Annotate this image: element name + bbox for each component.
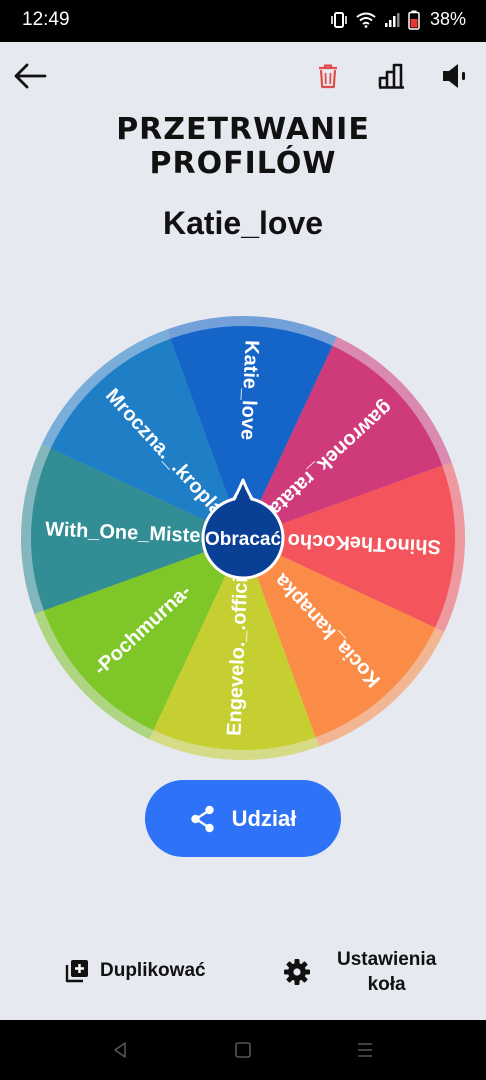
- wheel-segment: [170, 326, 333, 538]
- nav-back-icon: [114, 1042, 126, 1058]
- spin-label: Obracać: [205, 529, 281, 550]
- wheel-segment: [31, 448, 243, 611]
- nav-recents-icon: [358, 1043, 372, 1057]
- page-title: Przetrwanie profilów: [0, 113, 486, 181]
- spin-pointer-fill: [229, 484, 257, 510]
- status-time: 12:49: [22, 9, 70, 30]
- wheel-settings-button[interactable]: Ustawienia koła: [283, 947, 436, 997]
- share-icon: [190, 805, 214, 832]
- status-icons: 38%: [330, 9, 466, 30]
- battery-icon: [408, 10, 420, 30]
- wheel-segment: [243, 538, 436, 738]
- nav-home-icon: [235, 1042, 251, 1058]
- leaderboard-button[interactable]: [372, 56, 412, 96]
- system-nav-bar: [0, 1020, 486, 1080]
- wheel-segment: [243, 465, 455, 628]
- selected-name: Katie_love: [162, 205, 324, 241]
- wheel-segment: [43, 538, 243, 731]
- nav-home-button[interactable]: [231, 1040, 255, 1060]
- battery-percent: 38%: [429, 9, 466, 29]
- wheel-segment-label: Katie_love: [236, 340, 262, 441]
- back-arrow-icon: [14, 63, 47, 89]
- back-button[interactable]: [10, 56, 50, 96]
- title-line-1: Przetrwanie: [116, 112, 370, 147]
- spin-wheel[interactable]: Katie_lovegawronek_ratatataShinoTheKocho…: [0, 300, 486, 762]
- wheel-segment: [243, 345, 443, 538]
- sound-button[interactable]: [436, 56, 476, 96]
- wheel-segment: [50, 338, 243, 538]
- duplicate-button[interactable]: Duplikować: [64, 958, 206, 984]
- speaker-icon: [443, 64, 465, 88]
- wheel-settings-line-1: Ustawienia: [337, 949, 437, 970]
- wheel-settings-line-2: koła: [367, 974, 406, 995]
- share-label: Udział: [231, 805, 297, 831]
- gear-icon: [284, 959, 310, 985]
- duplicate-label: Duplikować: [100, 960, 206, 981]
- trash-icon: [319, 64, 337, 89]
- nav-recents-button[interactable]: [353, 1040, 377, 1060]
- duplicate-icon: [65, 960, 88, 983]
- signal-icon: [384, 12, 400, 27]
- nav-back-button[interactable]: [108, 1040, 132, 1060]
- leaderboard-icon: [378, 63, 404, 89]
- spin-button[interactable]: Obracać: [201, 478, 285, 580]
- wheel-settings-label: Ustawienia koła: [337, 947, 436, 997]
- wheel-segment: [153, 538, 316, 750]
- delete-button[interactable]: [308, 56, 348, 96]
- title-line-2: profilów: [149, 146, 337, 181]
- status-bar: 12:49 38%: [0, 0, 486, 42]
- wheel-segments: [31, 326, 455, 750]
- vibrate-icon: [331, 11, 347, 28]
- share-button[interactable]: Udział: [145, 780, 341, 857]
- wifi-icon: [356, 12, 376, 28]
